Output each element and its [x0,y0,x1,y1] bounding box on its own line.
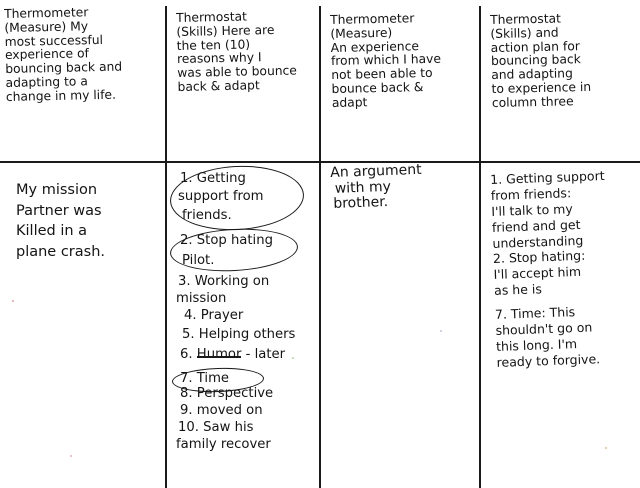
paper-speck [12,300,14,302]
paper-speck [440,330,442,332]
header-line: adapt [331,94,368,110]
column-4-entry: 1. Getting support from friends: I'll ta… [490,167,640,370]
list-item: 4. Prayer [184,308,244,323]
list-item: mission [176,291,227,306]
list-item: family recover [176,437,271,452]
list-item: 3. Working on [178,274,270,289]
paper-speck [70,455,72,457]
column-divider-1 [165,6,167,488]
entry-line: plane crash. [16,243,106,260]
list-item: 1. Getting [180,171,246,186]
list-item: friends. [182,208,232,223]
entry-line: My mission [16,182,98,198]
paper-speck [292,357,294,359]
list-item: 9. moved on [180,403,263,418]
list-item: 2. Stop hating [180,233,273,248]
header-column-1: Thermometer (Measure) My most successful… [4,5,164,105]
column-1-entry: My mission Partner was Killed in a plane… [16,180,162,262]
column-2-list: 1. Getting support from friends. 2. Stop… [168,162,318,482]
header-divider [0,161,640,163]
header-line: column three [491,93,574,110]
list-item: 5. Helping others [182,327,296,342]
list-item-number: 6. [180,347,193,362]
list-item-note: - later [245,347,286,362]
list-item: 6. Humor - later [180,347,286,363]
struck-text: Humor [196,347,242,362]
header-line: back & adapt [177,78,260,94]
entry-line: Partner was [16,202,102,219]
paper-speck [605,447,607,449]
list-item: 7. Time [180,371,230,386]
column-divider-3 [479,6,481,488]
header-column-3: Thermometer (Measure) An experience from… [330,11,478,110]
entry-line: brother. [333,194,389,213]
list-item: Pilot. [182,253,215,268]
list-item: support from [178,189,264,204]
column-divider-2 [319,6,321,488]
header-column-4: Thermostat (Skills) and action plan for … [490,11,638,110]
header-line: change in my life. [5,87,117,104]
column-3-entry: An argument with my brother. [330,161,478,213]
list-item: 10. Saw his [178,420,254,435]
list-item: 8. Perspective [180,386,274,401]
header-column-2: Thermostat (Skills) Here are the ten (10… [176,9,320,95]
entry-line: Killed in a [16,223,88,240]
